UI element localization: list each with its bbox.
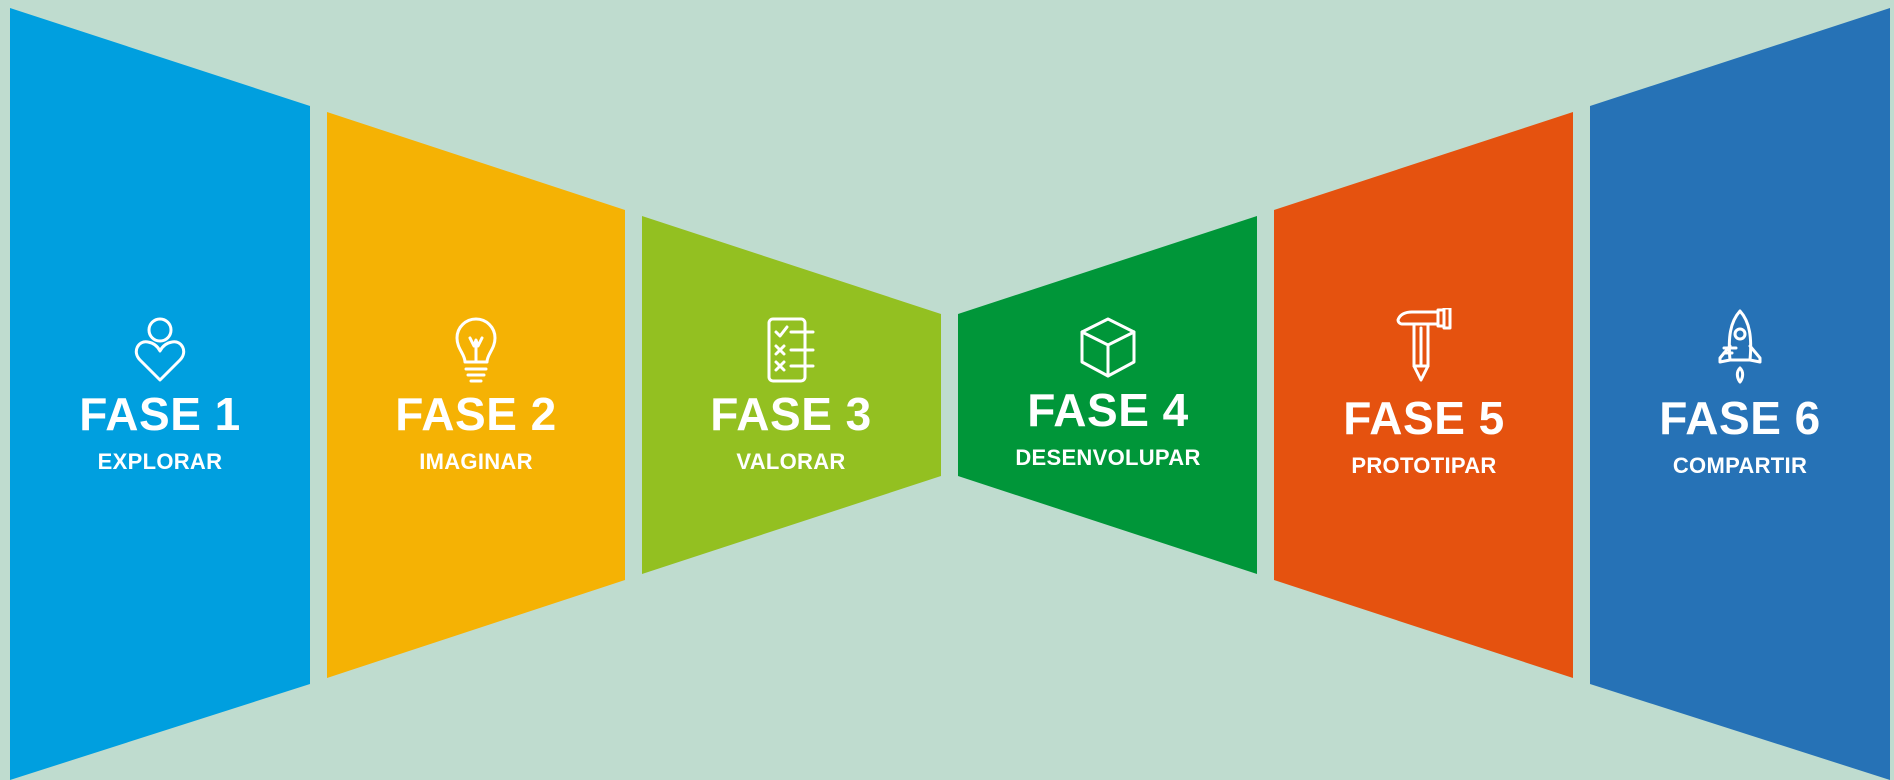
phase-panel-5 xyxy=(1274,112,1573,678)
phase-panel-2 xyxy=(327,112,625,678)
lightbulb-icon xyxy=(455,317,497,383)
phase-subtitle: EXPLORAR xyxy=(97,449,223,474)
phase-title: FASE 1 xyxy=(79,388,241,440)
phase-subtitle: IMAGINAR xyxy=(419,449,533,474)
phase-subtitle: PROTOTIPAR xyxy=(1351,453,1497,478)
cube-icon xyxy=(1080,317,1136,378)
checklist-icon xyxy=(767,317,815,383)
phase-4: FASE 4 DESENVOLUPAR xyxy=(958,316,1258,472)
phase-subtitle: COMPARTIR xyxy=(1672,453,1808,478)
phase-panel-4 xyxy=(958,216,1257,574)
phase-subtitle: DESENVOLUPAR xyxy=(1015,445,1201,470)
phase-panel-1 xyxy=(10,8,310,780)
phase-title: FASE 4 xyxy=(1027,384,1189,436)
phase-6: FASE 6 COMPARTIR xyxy=(1590,308,1890,480)
phase-title: FASE 3 xyxy=(710,388,872,440)
rocket-icon xyxy=(1718,309,1762,384)
phase-1: FASE 1 EXPLORAR xyxy=(10,316,310,476)
phase-3: FASE 3 VALORAR xyxy=(641,316,941,476)
phase-2: FASE 2 IMAGINAR xyxy=(326,316,626,476)
phase-title: FASE 6 xyxy=(1659,392,1821,444)
phase-panel-6 xyxy=(1590,8,1890,780)
person-heart-icon xyxy=(134,317,186,382)
phase-panel-3 xyxy=(642,216,941,574)
phase-subtitle: VALORAR xyxy=(736,449,846,474)
phase-title: FASE 5 xyxy=(1343,392,1505,444)
hammer-pencil-icon xyxy=(1396,308,1452,382)
phase-title: FASE 2 xyxy=(395,388,557,440)
phase-5: FASE 5 PROTOTIPAR xyxy=(1274,308,1574,480)
